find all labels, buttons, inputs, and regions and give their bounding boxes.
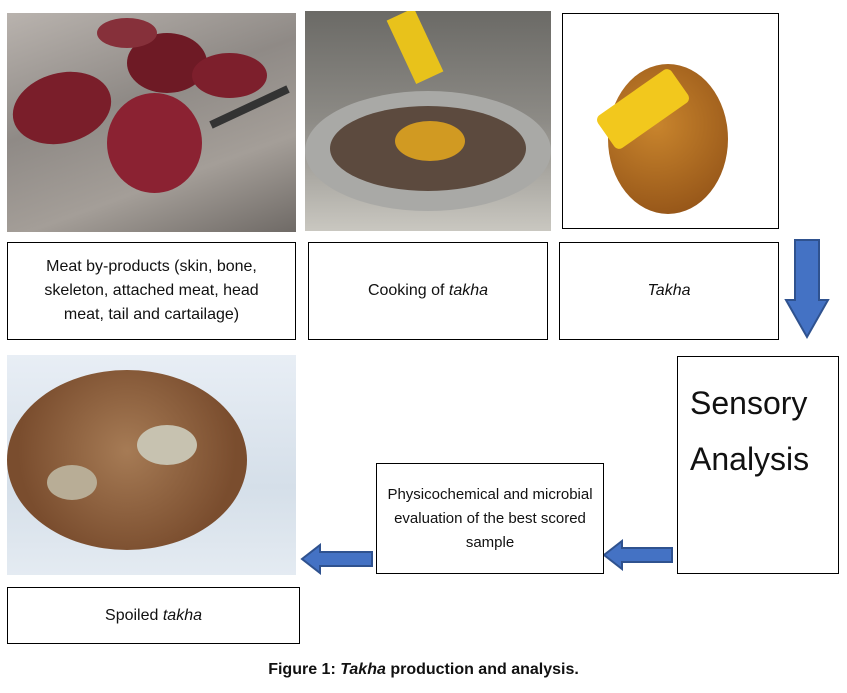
meat-byproducts-label: Meat by-products (skin, bone, skeleton, … bbox=[44, 258, 259, 323]
down-arrow-icon bbox=[784, 239, 830, 340]
takha-label: Takha bbox=[647, 282, 691, 299]
cooking-label: Cooking of takha bbox=[367, 282, 489, 299]
physicochemical-box: Physicochemical and microbial evaluation… bbox=[376, 463, 604, 574]
takha-photo-frame bbox=[562, 13, 779, 229]
physicochemical-label: Physicochemical and microbial evaluation… bbox=[387, 485, 593, 551]
sensory-label-line1: Sensory bbox=[690, 385, 808, 421]
figure-caption: Figure 1: Takha production and analysis. bbox=[268, 661, 579, 678]
left-arrow-icon bbox=[602, 539, 673, 571]
takha-box: Takha bbox=[559, 242, 779, 340]
spoiled-takha-box: Spoiled takha bbox=[7, 587, 300, 644]
cooking-box: Cooking of takha bbox=[308, 242, 548, 340]
meat-byproducts-box: Meat by-products (skin, bone, skeleton, … bbox=[7, 242, 296, 340]
sensory-label-line2: Analysis bbox=[690, 441, 810, 477]
spoiled-takha-photo bbox=[7, 355, 296, 575]
meat-byproducts-photo bbox=[7, 13, 296, 232]
cooking-photo bbox=[305, 11, 551, 231]
left-arrow-icon bbox=[300, 543, 373, 575]
spoiled-label: Spoiled takha bbox=[105, 606, 202, 624]
